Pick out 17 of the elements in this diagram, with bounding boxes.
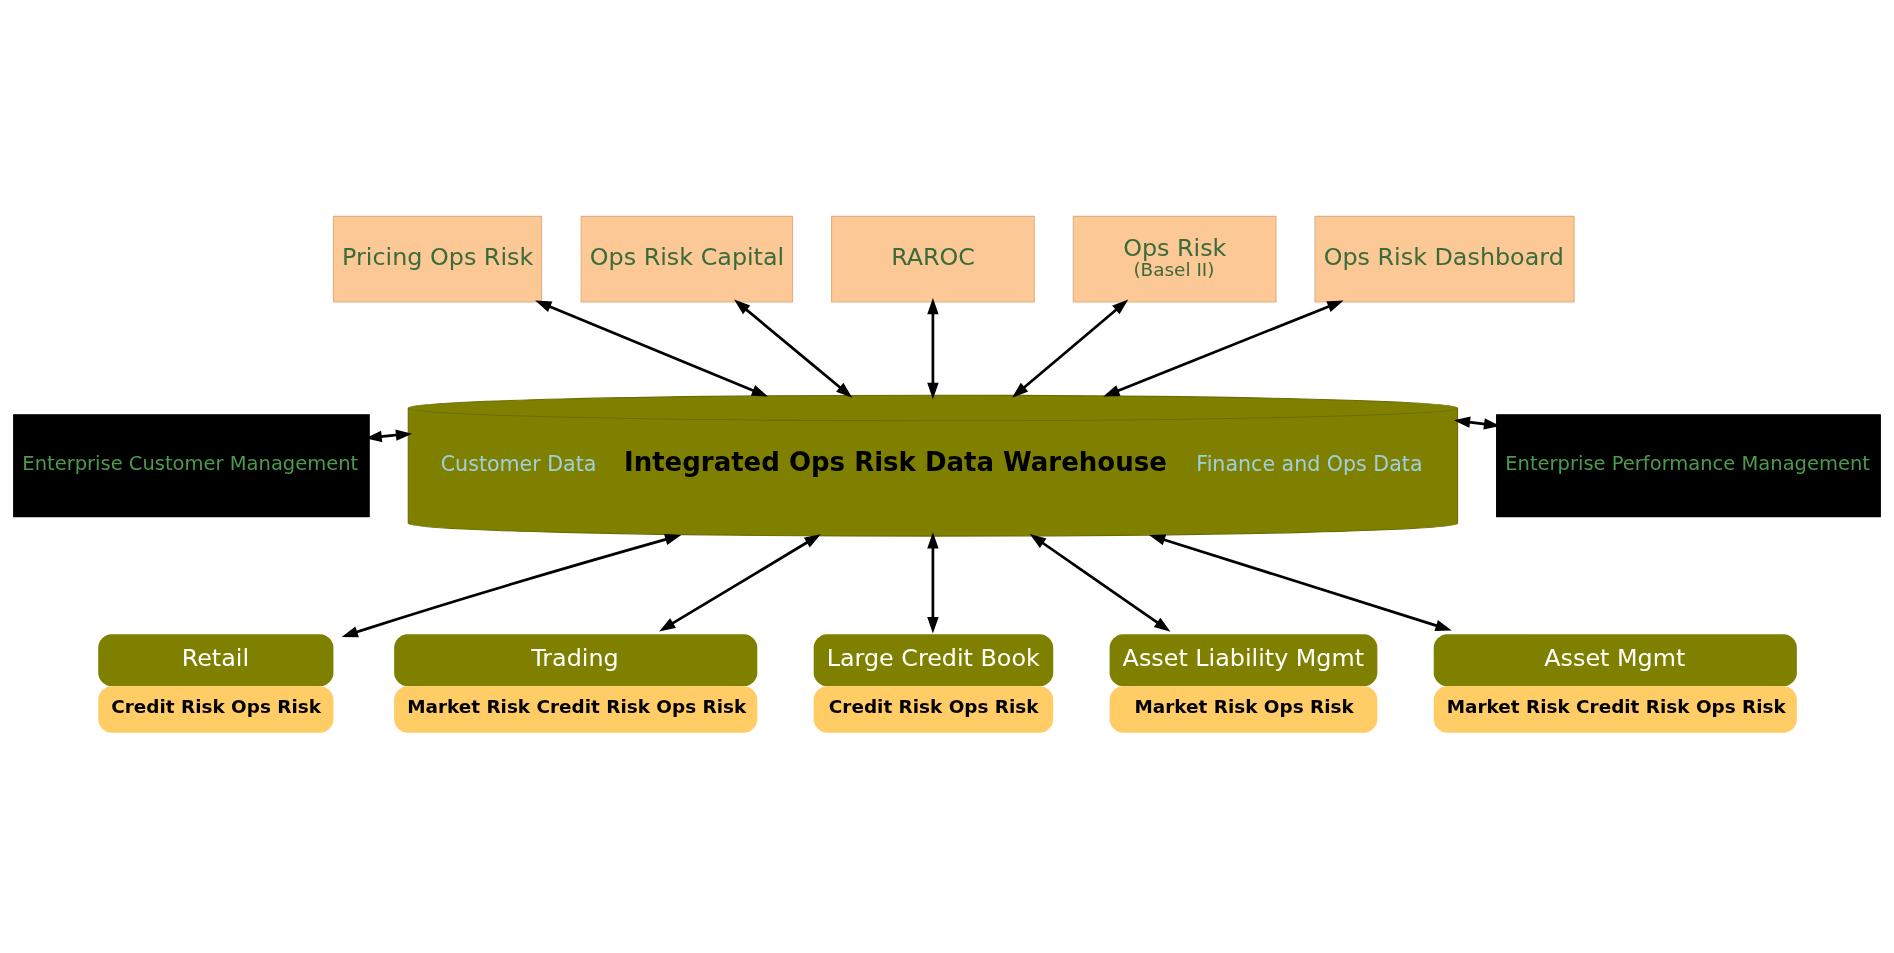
arrow [927, 297, 939, 400]
arrow [927, 532, 939, 634]
arrow [1029, 533, 1171, 632]
arrow [734, 299, 853, 398]
arrow [535, 300, 769, 397]
arrow [341, 533, 682, 638]
arrow [659, 534, 821, 632]
node-box: RAROC [831, 215, 1035, 303]
node-box: Enterprise Customer Management [13, 414, 370, 518]
node-box: Ops Risk (Basel II) [1072, 215, 1277, 303]
arrow [1103, 300, 1344, 397]
node-box: Ops Risk Capital [580, 215, 794, 303]
arrow [1012, 299, 1129, 398]
node-box: Pricing Ops Risk [332, 215, 543, 303]
node-box: Enterprise Performance Management [1496, 414, 1881, 518]
node-box: Ops Risk Dashboard [1314, 215, 1575, 303]
arrow [1148, 534, 1452, 631]
